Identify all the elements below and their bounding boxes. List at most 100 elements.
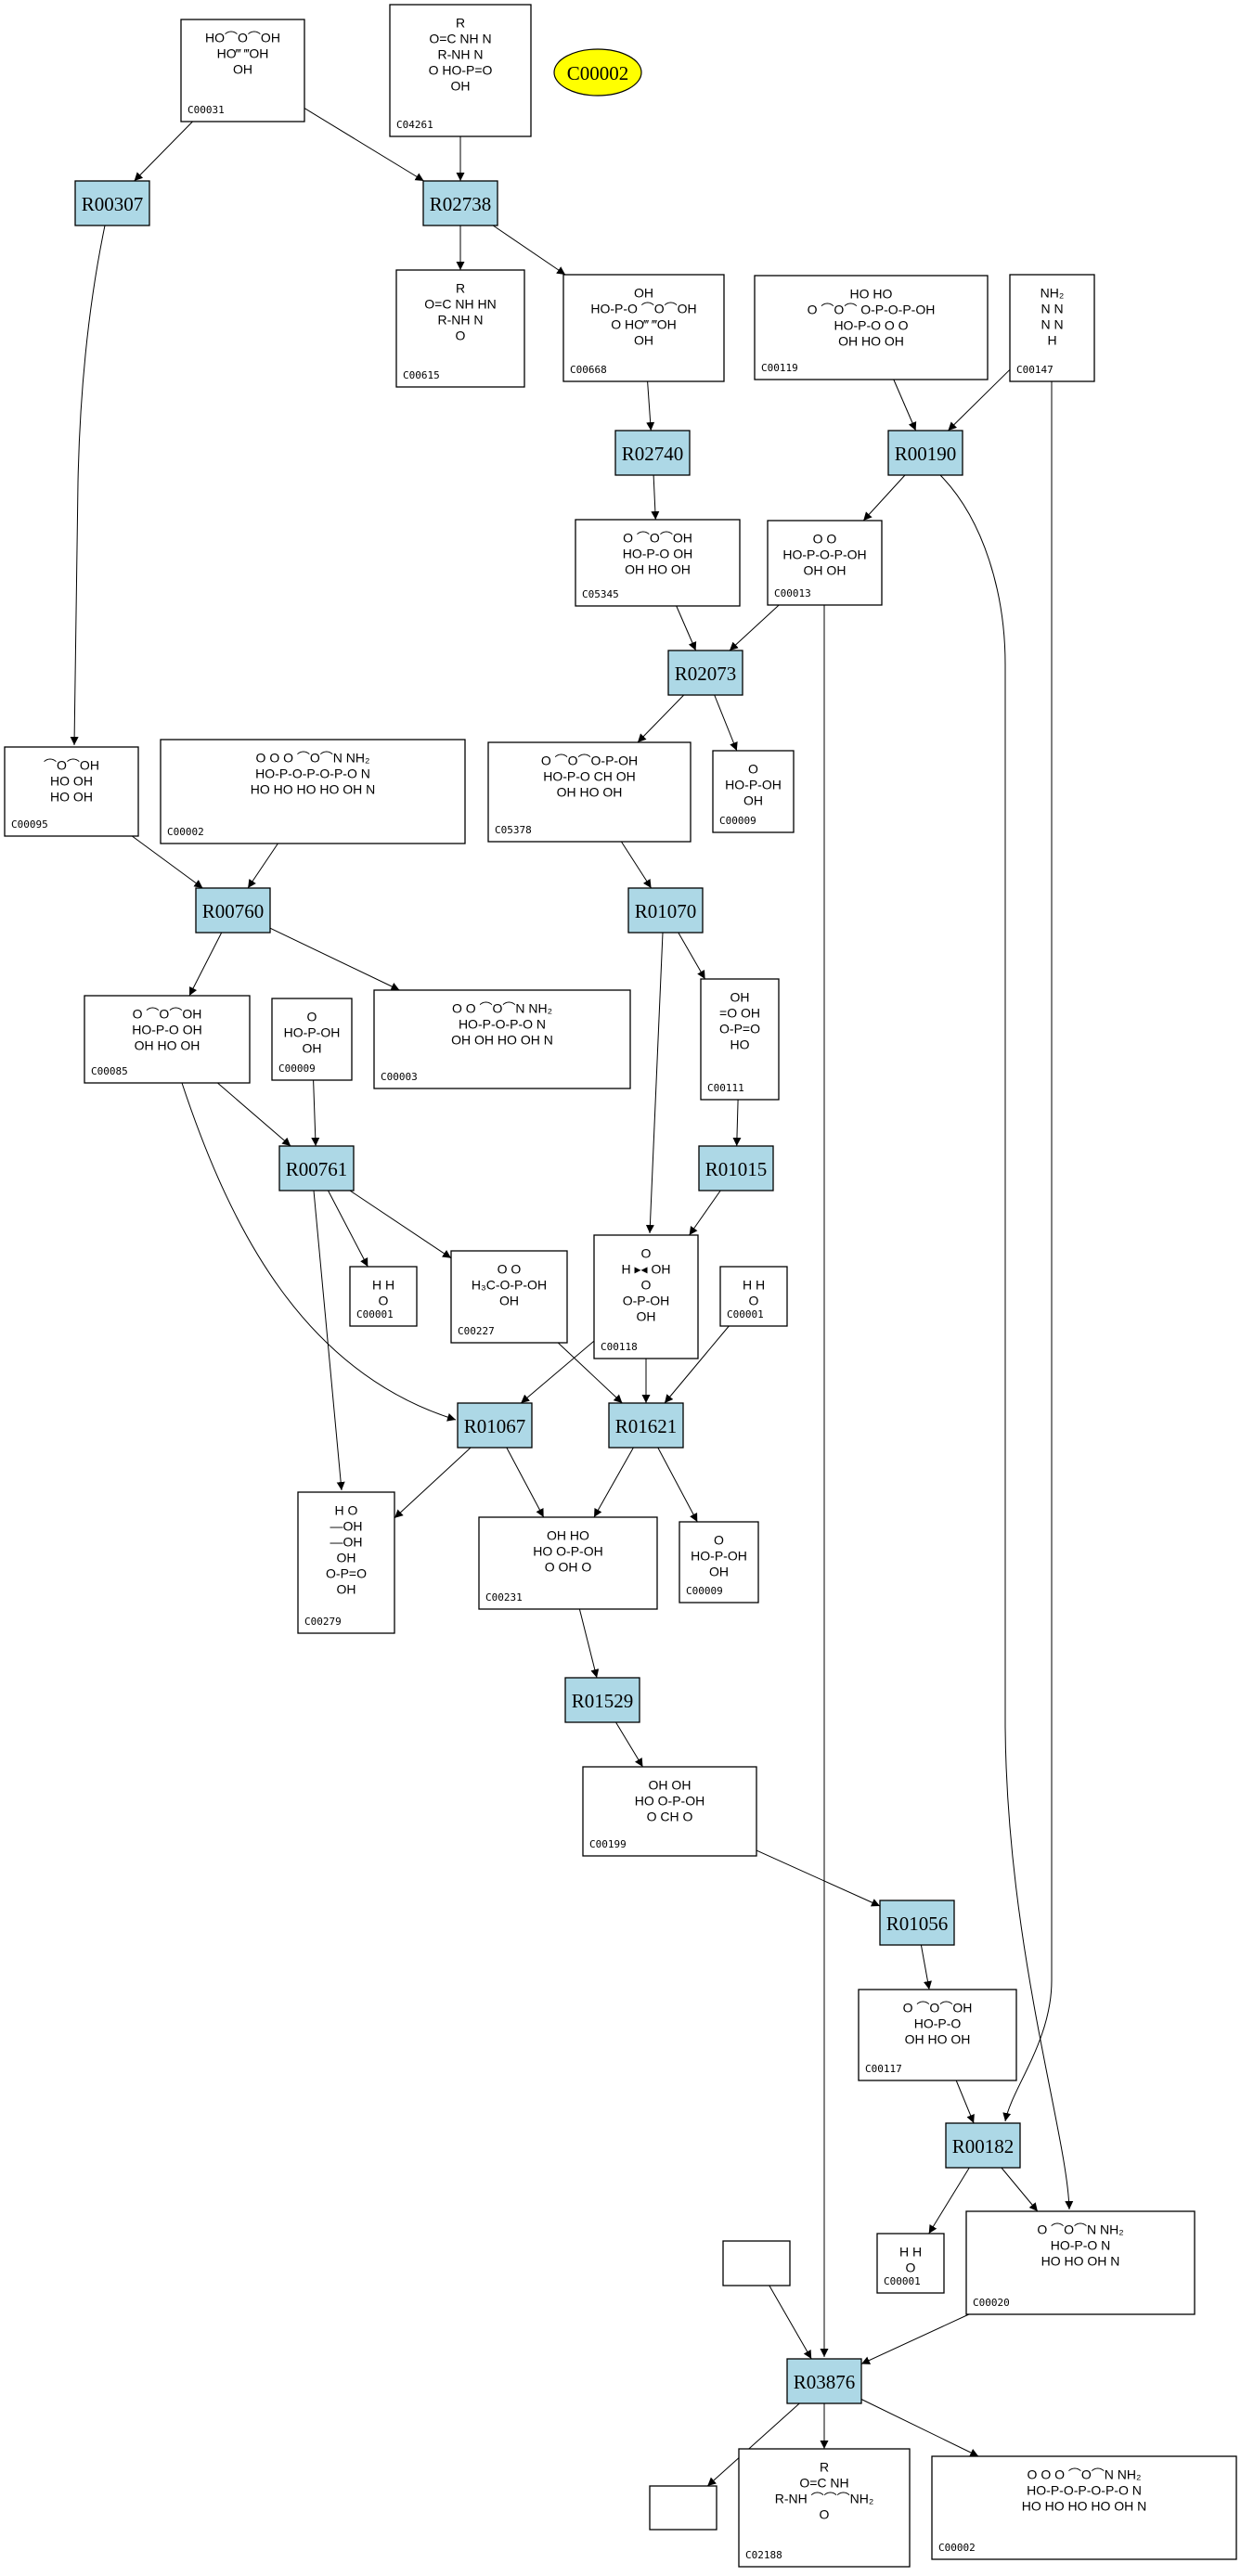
compound-box[interactable] [767,520,883,606]
reaction-node-R01015[interactable]: R01015 [698,1145,774,1191]
compound-box[interactable] [478,1516,658,1610]
reaction-box[interactable] [74,180,150,226]
empty-compound-node[interactable] [649,2485,717,2531]
reaction-node-R00190[interactable]: R00190 [887,430,963,476]
compound-box[interactable] [582,1766,757,1857]
compound-box[interactable] [876,2233,945,2294]
structure-drawing-line: HO‑P‑O [914,2016,962,2031]
reaction-node-R01621[interactable]: R01621 [608,1402,684,1449]
reaction-box[interactable] [564,1677,640,1723]
compound-box[interactable] [593,1234,699,1359]
structure-drawing-line: HO O‑P‑OH [533,1544,602,1559]
reaction-box[interactable] [945,2122,1021,2169]
compound-box[interactable] [180,19,305,122]
reaction-box[interactable] [278,1145,355,1191]
reaction-box[interactable] [627,887,704,934]
reaction-node-R00761[interactable]: R00761 [278,1145,355,1191]
compound-box[interactable] [858,1989,1017,2081]
compound-box[interactable] [487,741,692,843]
reaction-box[interactable] [614,430,691,476]
reaction-node-R00760[interactable]: R00760 [195,887,271,934]
compound-box[interactable] [649,2485,717,2531]
compound-box[interactable] [84,995,251,1084]
compound-box[interactable] [712,750,795,833]
compound-box[interactable] [450,1250,568,1344]
compound-box[interactable] [1009,274,1095,382]
compound-box[interactable] [297,1491,395,1634]
reaction-box[interactable] [879,1900,955,1946]
compound-box[interactable] [738,2448,911,2568]
reaction-node-R00182[interactable]: R00182 [945,2122,1021,2169]
compound-box[interactable] [931,2455,1237,2560]
compound-box[interactable] [965,2210,1196,2315]
compound-box[interactable] [575,519,741,607]
edge-C00231-to-R01529 [578,1608,600,1679]
edge-C00668-to-R02740 [646,380,655,431]
reaction-box[interactable] [667,650,743,696]
compound-box[interactable] [349,1266,418,1327]
compound-box[interactable] [271,998,353,1081]
reaction-box[interactable] [195,887,271,934]
compound-box[interactable] [754,275,989,380]
compound-box[interactable] [700,978,780,1101]
compound-box[interactable] [679,1521,759,1604]
reaction-node-R03876[interactable]: R03876 [786,2358,862,2404]
compound-box[interactable] [160,739,466,844]
reaction-node-R02738[interactable]: R02738 [422,180,498,226]
compound-box[interactable] [562,274,725,382]
structure-drawing-line: OH [303,1041,322,1056]
compound-box[interactable] [395,269,525,388]
reaction-box[interactable] [887,430,963,476]
reaction-node-R02740[interactable]: R02740 [614,430,691,476]
reaction-label: R00182 [952,2135,1015,2157]
reaction-node-R02073[interactable]: R02073 [667,650,743,696]
reaction-box[interactable] [422,180,498,226]
reaction-box[interactable] [786,2358,862,2404]
highlight-node-C00002[interactable]: C00002 [553,48,642,97]
reaction-box[interactable] [698,1145,774,1191]
reaction-node-R01067[interactable]: R01067 [457,1402,533,1449]
reaction-node-R00307[interactable]: R00307 [74,180,150,226]
reaction-node-R01070[interactable]: R01070 [627,887,704,934]
reaction-box[interactable] [608,1402,684,1449]
highlight-ellipse[interactable] [553,48,642,97]
reaction-box[interactable] [457,1402,533,1449]
empty-compound-node[interactable] [722,2240,791,2286]
compound-box[interactable] [4,746,139,837]
reaction-node-R01056[interactable]: R01056 [879,1900,955,1946]
compound-box[interactable] [722,2240,791,2286]
reaction-node-R01529[interactable]: R01529 [564,1677,640,1723]
compound-box[interactable] [389,4,532,137]
compound-box[interactable] [719,1266,788,1327]
compound-box[interactable] [373,989,631,1089]
